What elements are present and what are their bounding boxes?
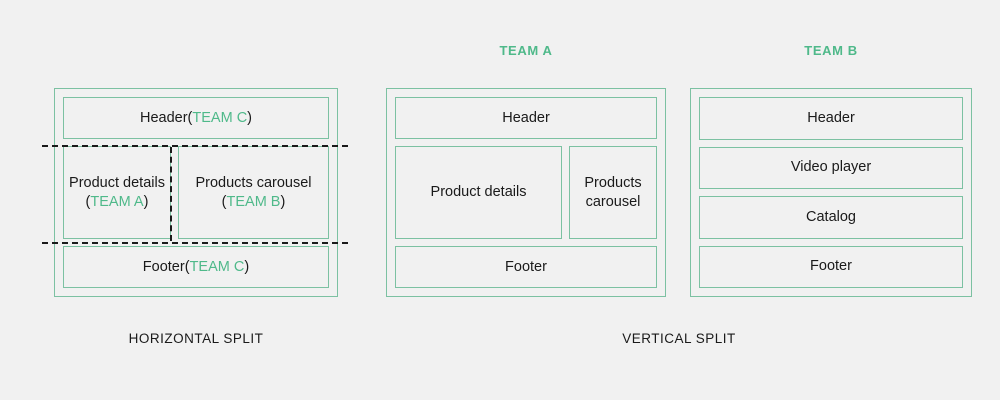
horizontal-split-middle-row: Product details(TEAM A) Products carouse… — [63, 146, 329, 239]
team-caption-a: TEAM A — [499, 43, 553, 58]
block-video-player: Video player — [699, 146, 963, 189]
block-products-carousel-team-b: Products carousel(TEAM B) — [178, 146, 329, 239]
dashed-separator-top — [42, 145, 348, 147]
block-catalog: Catalog — [699, 196, 963, 239]
block-footer: Footer — [395, 246, 657, 288]
block-header-team-c: Header (TEAM C) — [63, 97, 329, 139]
team-tag-c-header: TEAM C — [192, 109, 248, 126]
team-caption-b: TEAM B — [804, 43, 858, 58]
block-header-b: Header — [699, 97, 963, 140]
block-header-label: Header — [139, 109, 188, 126]
block-header: Header — [395, 97, 657, 139]
block-product-details-team-a: Product details(TEAM A) — [63, 146, 171, 239]
caption-horizontal-split: HORIZONTAL SPLIT — [128, 331, 264, 346]
block-products-carousel-text: Products carousel(TEAM B) — [195, 174, 312, 210]
block-product-details-text: Product details(TEAM A) — [69, 174, 165, 210]
vertical-split-middle-row: Product details Products carousel — [395, 146, 657, 239]
open-paren: ( — [187, 109, 193, 126]
vertical-split-team-a-layout: Header Product details Products carousel… — [395, 97, 657, 288]
horizontal-split-layout: Header (TEAM C) Product details(TEAM A) … — [63, 97, 329, 288]
block-footer-label: Footer — [142, 258, 185, 275]
block-footer-team-c: Footer (TEAM C) — [63, 246, 329, 288]
vertical-split-team-b-layout: Header Video player Catalog Footer — [699, 97, 963, 288]
close-paren: ) — [247, 109, 253, 126]
caption-vertical-split: VERTICAL SPLIT — [622, 331, 736, 346]
horizontal-split-panel: Header (TEAM C) Product details(TEAM A) … — [54, 88, 338, 297]
dashed-separator-vertical — [170, 147, 172, 241]
vertical-split-team-b-panel: Header Video player Catalog Footer — [690, 88, 972, 297]
block-footer-b: Footer — [699, 245, 963, 288]
vertical-split-team-a-panel: Header Product details Products carousel… — [386, 88, 666, 297]
team-tag-c-footer: TEAM C — [189, 258, 245, 275]
dashed-separator-bottom — [42, 242, 348, 244]
block-product-details: Product details — [395, 146, 562, 239]
block-products-carousel: Products carousel — [569, 146, 657, 239]
